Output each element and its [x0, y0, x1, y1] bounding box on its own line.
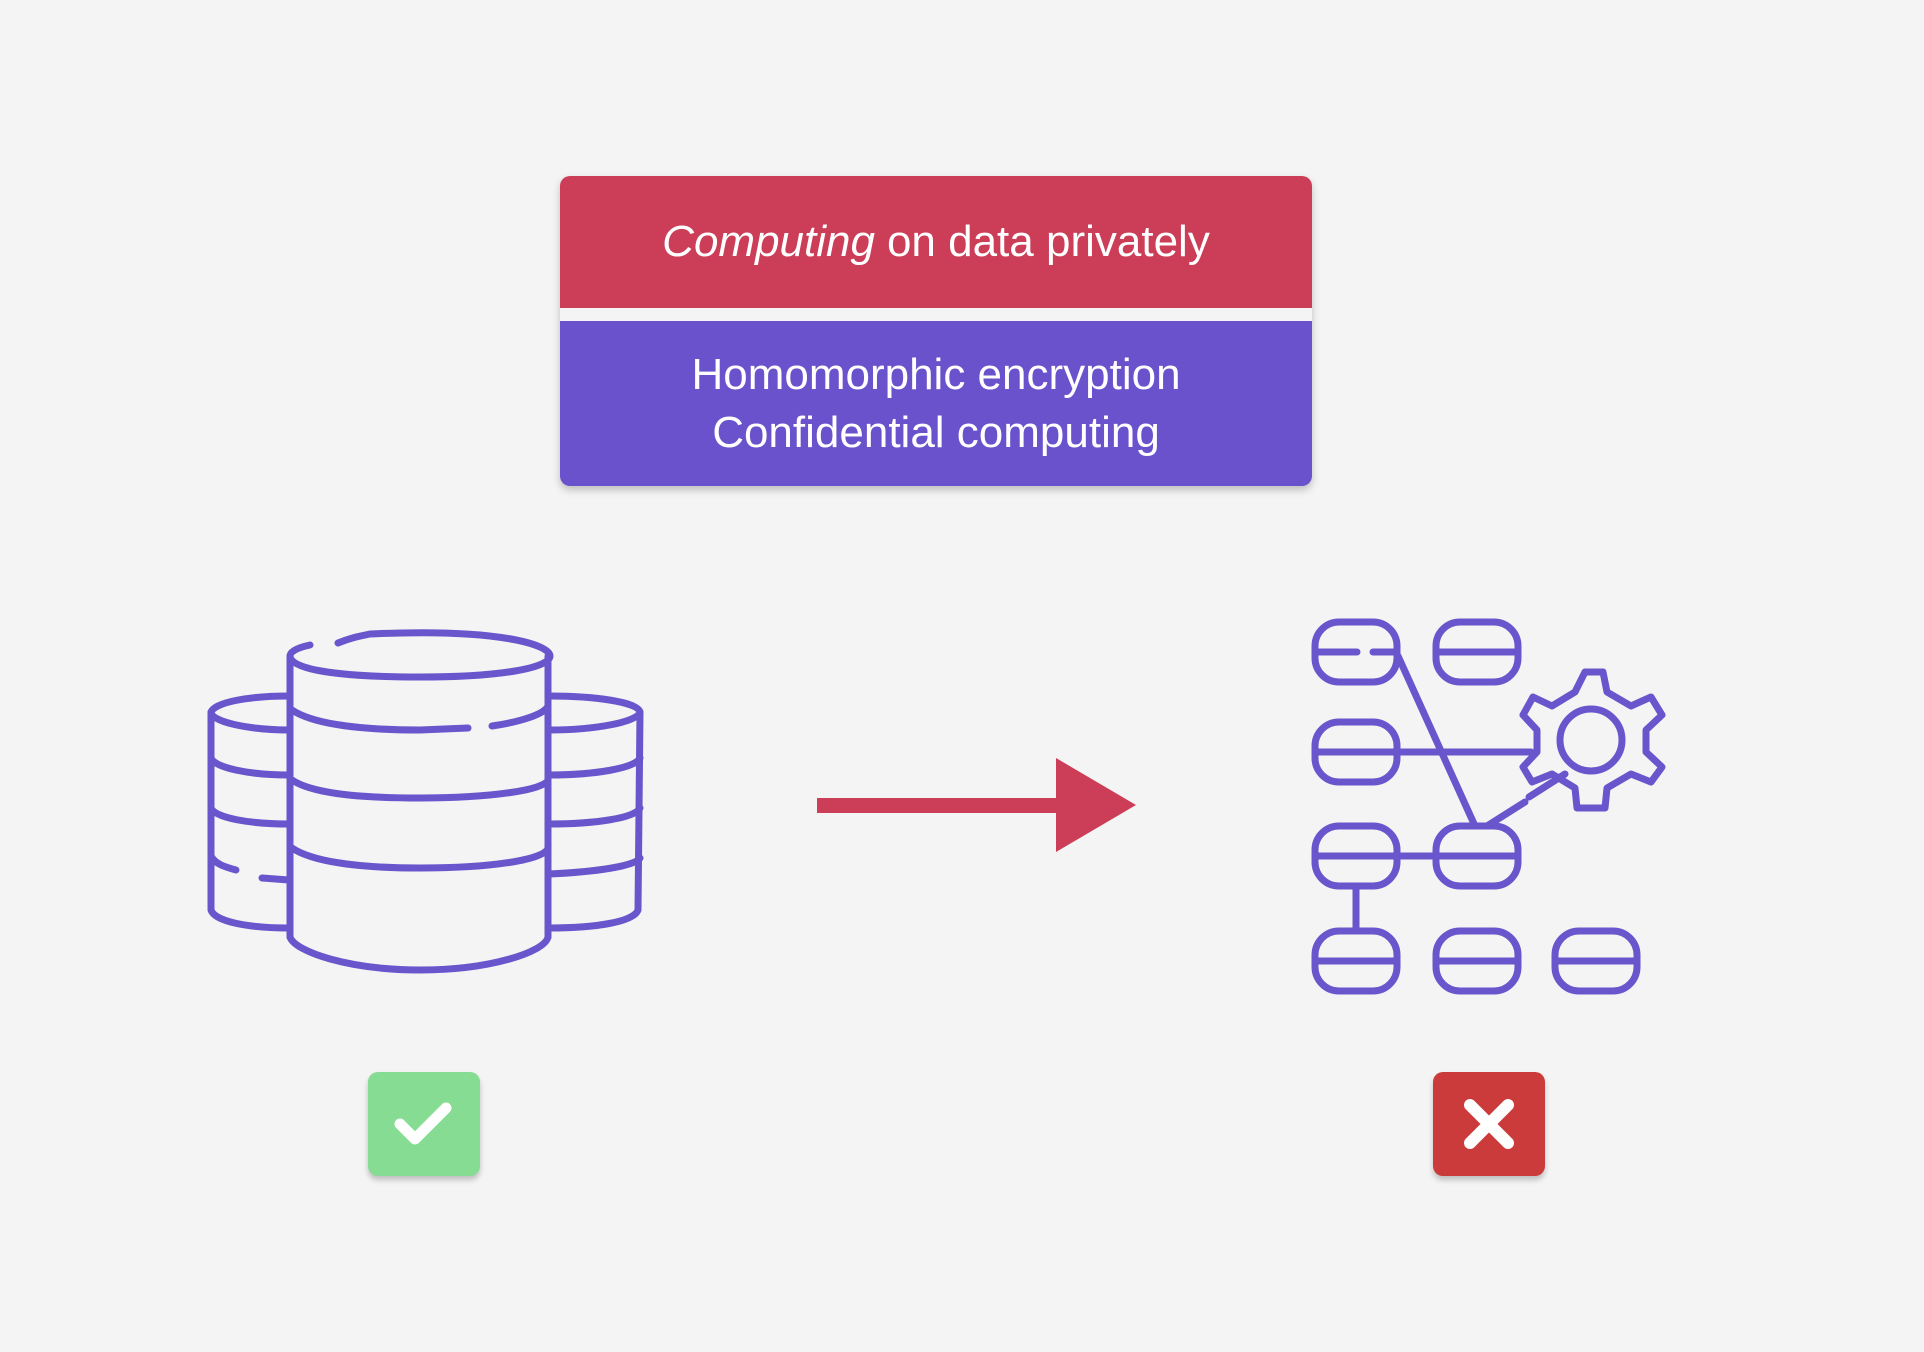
- database-icon: [207, 629, 644, 974]
- method-homomorphic: Homomorphic encryption: [691, 349, 1181, 399]
- network-gear-icon: [1311, 618, 1666, 995]
- checkmark-icon: [394, 1102, 452, 1145]
- check-badge: [368, 1072, 480, 1176]
- method-confidential: Confidential computing: [712, 407, 1160, 457]
- title-emphasis: Computing: [662, 217, 875, 266]
- cross-badge: [1433, 1072, 1545, 1176]
- title-banner: Computing on data privately: [560, 176, 1312, 308]
- cross-icon: [1464, 1099, 1514, 1149]
- methods-banner: Homomorphic encryption Confidential comp…: [560, 321, 1312, 486]
- arrow-icon: [817, 758, 1136, 852]
- title-rest: on data privately: [886, 217, 1210, 266]
- technique-box: Computing on data privately Homomorphic …: [560, 176, 1312, 486]
